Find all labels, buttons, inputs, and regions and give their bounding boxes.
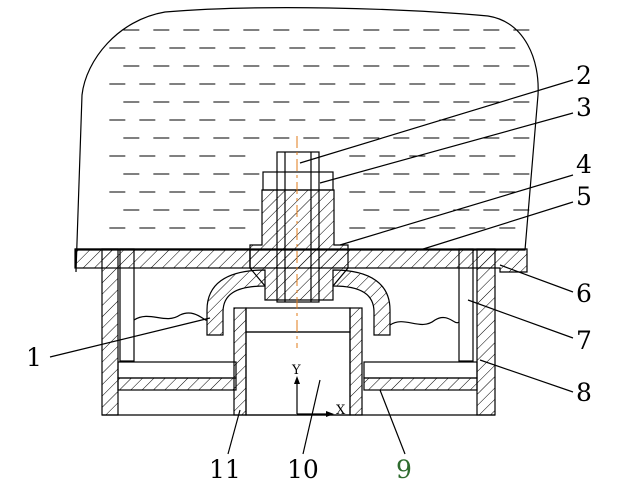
porous-insert-left (119, 248, 135, 362)
sleeve-left-wall (233, 307, 247, 416)
housing-right-wall (476, 248, 496, 416)
label-part-5: 5 (576, 182, 592, 211)
base-plate-left (74, 248, 251, 269)
bolt-head (262, 171, 334, 191)
liquid-layer-left (117, 361, 237, 379)
sleeve-right-wall (349, 307, 363, 416)
label-part-7: 7 (576, 326, 592, 355)
label-part-8: 8 (576, 378, 592, 407)
porous-insert-right (458, 248, 474, 362)
bottom-plate-right (363, 377, 478, 391)
axis-label-y: Y (291, 363, 301, 378)
housing-left-wall (101, 248, 119, 416)
label-part-2: 2 (576, 61, 592, 90)
bolt-shank (276, 151, 320, 303)
axis-label-x: X (336, 403, 346, 418)
liquid-layer-right (363, 361, 478, 379)
bottom-plate-left (117, 377, 237, 391)
label-part-11: 11 (209, 455, 241, 484)
fluid-dashes (109, 29, 530, 229)
label-part-6: 6 (576, 279, 592, 308)
label-part-4: 4 (576, 150, 592, 179)
coordinate-axes: Y X (291, 363, 346, 418)
label-part-3: 3 (576, 93, 592, 122)
label-part-9: 9 (396, 455, 412, 484)
fluid-mass-outline (75, 7, 539, 273)
wavy-line-left (133, 312, 208, 321)
support-column (249, 189, 349, 301)
wavy-line-right (389, 316, 460, 326)
label-part-1: 1 (26, 343, 42, 372)
core-top (245, 307, 351, 333)
label-part-10: 10 (287, 455, 319, 484)
leader-lines (49, 79, 574, 455)
